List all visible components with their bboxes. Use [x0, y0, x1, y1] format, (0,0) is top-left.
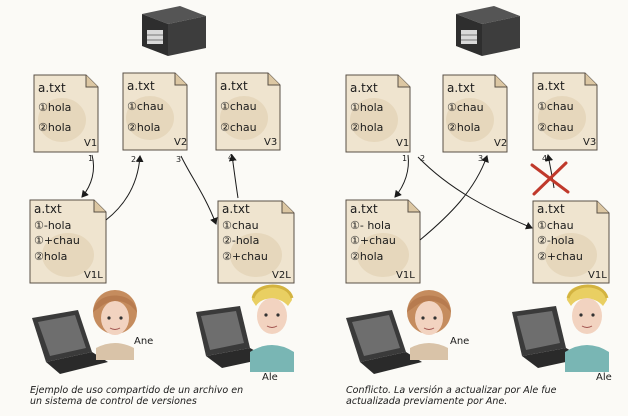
arrow-2 — [417, 156, 533, 230]
caption-line: Ejemplo de uso compartido de un archivo … — [30, 385, 244, 396]
local-doc-v1l: a.txt ①-hola ①+chau ②hola V1L — [29, 199, 107, 284]
arrow-4 — [228, 154, 239, 199]
doc-version: V3 — [583, 137, 596, 148]
server-doc-v2: a.txt ①chau ②hola V2 — [122, 72, 188, 151]
doc-version: V2 — [174, 137, 187, 148]
doc-line: ②hola — [38, 121, 71, 134]
doc-line: ②chau — [220, 121, 257, 134]
doc-line: ②hola — [127, 121, 160, 134]
arrow-label: 2 — [131, 155, 136, 164]
person-ale-right — [565, 284, 609, 372]
doc-version: V1L — [396, 270, 415, 281]
doc-line: ①+chau — [34, 234, 80, 247]
server-doc-v3: a.txt ①chau ②chau V3 — [532, 72, 598, 151]
doc-line: ①chau — [220, 100, 257, 113]
caption-line: un sistema de control de versiones — [30, 396, 197, 407]
arrow-label: 4 — [228, 153, 233, 162]
doc-version: V2L — [272, 270, 291, 281]
doc-line: ②-hola — [222, 234, 259, 247]
user-label-ane: Ane — [450, 336, 470, 347]
user-label-ale: Ale — [596, 372, 612, 383]
doc-filename: a.txt — [350, 202, 378, 216]
server-doc-v3: a.txt ①chau ②chau V3 — [215, 72, 281, 151]
doc-filename: a.txt — [537, 79, 565, 93]
doc-line: ②+chau — [537, 250, 583, 263]
arrow-label: 3 — [478, 154, 483, 163]
doc-filename: a.txt — [38, 81, 66, 95]
doc-version: V2 — [494, 138, 507, 149]
server-doc-v1: a.txt ①hola ②hola V1 — [345, 74, 411, 153]
arrows-right — [394, 154, 555, 241]
user-label-ale: Ale — [262, 372, 278, 383]
doc-version: V1L — [588, 270, 607, 281]
doc-filename: a.txt — [127, 79, 155, 93]
laptop-ale-right — [512, 306, 584, 368]
caption-right: Conflicto. La versión a actualizar por A… — [346, 385, 616, 407]
laptop-ane-left — [32, 310, 108, 374]
doc-line: ②-hola — [537, 234, 574, 247]
conflict-cross-icon — [530, 161, 570, 196]
arrow-1 — [394, 154, 409, 198]
arrow-4 — [545, 154, 555, 189]
arrow-2 — [105, 155, 144, 221]
caption-line: actualizada previamente por Ane. — [346, 396, 508, 407]
arrow-1 — [81, 154, 95, 198]
doc-version: V1 — [396, 138, 409, 149]
server-doc-v2: a.txt ①chau ②hola V2 — [442, 74, 508, 153]
doc-version: V3 — [264, 137, 277, 148]
doc-version: V1L — [84, 270, 103, 281]
doc-line: ①chau — [127, 100, 164, 113]
user-label-ane: Ane — [134, 336, 154, 347]
arrows-left — [81, 154, 239, 225]
arrow-label: 1 — [402, 154, 407, 163]
doc-line: ①chau — [537, 219, 574, 232]
arrow-label: 1 — [88, 154, 93, 163]
arrow-3 — [180, 155, 218, 225]
doc-line: ①hola — [38, 101, 71, 114]
laptop-ane-right — [346, 310, 422, 374]
person-ane-left — [93, 290, 137, 360]
doc-line: ①chau — [447, 101, 484, 114]
server-icon — [142, 6, 206, 56]
doc-line: ①chau — [222, 219, 259, 232]
arrow-label: 2 — [420, 154, 425, 163]
doc-line: ②hola — [34, 250, 67, 263]
doc-line: ①chau — [537, 100, 574, 113]
doc-filename: a.txt — [220, 79, 248, 93]
caption-line: Conflicto. La versión a actualizar por A… — [346, 385, 557, 396]
arrow-label: 4 — [542, 154, 547, 163]
caption-left: Ejemplo de uso compartido de un archivo … — [30, 385, 330, 407]
doc-filename: a.txt — [447, 81, 475, 95]
doc-line: ①- hola — [350, 219, 391, 232]
server-doc-v1: a.txt ①hola ②hola V1 — [33, 74, 99, 153]
doc-filename: a.txt — [34, 202, 62, 216]
doc-filename: a.txt — [537, 202, 565, 216]
person-ane-right — [407, 290, 451, 360]
arrow-3 — [419, 155, 489, 241]
doc-line: ①hola — [350, 101, 383, 114]
local-doc-v1l: a.txt ①- hola ①+chau ②hola V1L — [345, 199, 421, 284]
doc-line: ①-hola — [34, 219, 71, 232]
arrow-label: 3 — [176, 155, 181, 164]
doc-line: ②chau — [537, 121, 574, 134]
server-icon — [456, 6, 520, 56]
doc-line: ②hola — [350, 250, 383, 263]
doc-version: V1 — [84, 138, 97, 149]
doc-filename: a.txt — [222, 202, 250, 216]
doc-line: ②hola — [447, 121, 480, 134]
doc-line: ②+chau — [222, 250, 268, 263]
doc-line: ②hola — [350, 121, 383, 134]
local-doc-v2l: a.txt ①chau ②-hola ②+chau V2L — [217, 200, 295, 284]
doc-filename: a.txt — [350, 81, 378, 95]
local-doc-v1l-ale: a.txt ①chau ②-hola ②+chau V1L — [532, 200, 610, 284]
doc-line: ①+chau — [350, 234, 396, 247]
person-ale-left — [250, 284, 294, 372]
